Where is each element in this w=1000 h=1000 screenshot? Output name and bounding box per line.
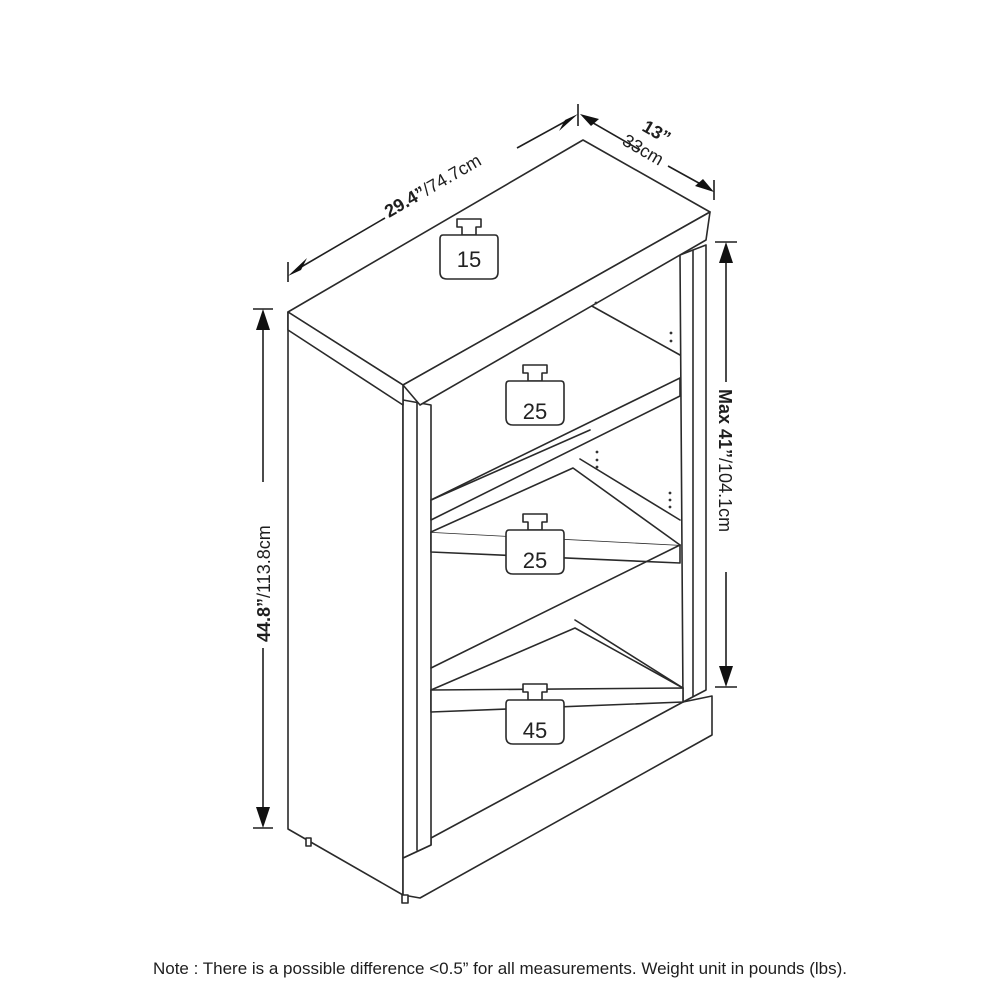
height-label: 44.8”/113.8cm <box>254 525 274 642</box>
max-shelf-label: Max 41”/104.1cm <box>715 389 735 532</box>
bookshelf <box>287 139 713 904</box>
weight-shelf-middle-label: 25 <box>523 548 547 573</box>
measurement-note: Note : There is a possible difference <0… <box>152 959 848 978</box>
weight-top: 15 <box>439 218 499 280</box>
weight-shelf-upper-label: 25 <box>523 399 547 424</box>
weight-shelf-bottom-label: 45 <box>523 718 547 743</box>
max-shelf-dimension: Max 41”/104.1cm <box>715 241 737 688</box>
weight-shelf-bottom: 45 <box>505 683 565 745</box>
weight-shelf-upper: 25 <box>505 364 565 426</box>
height-dimension: 44.8”/113.8cm <box>253 308 274 829</box>
weight-shelf-middle: 25 <box>505 513 565 575</box>
weight-top-label: 15 <box>457 247 481 272</box>
